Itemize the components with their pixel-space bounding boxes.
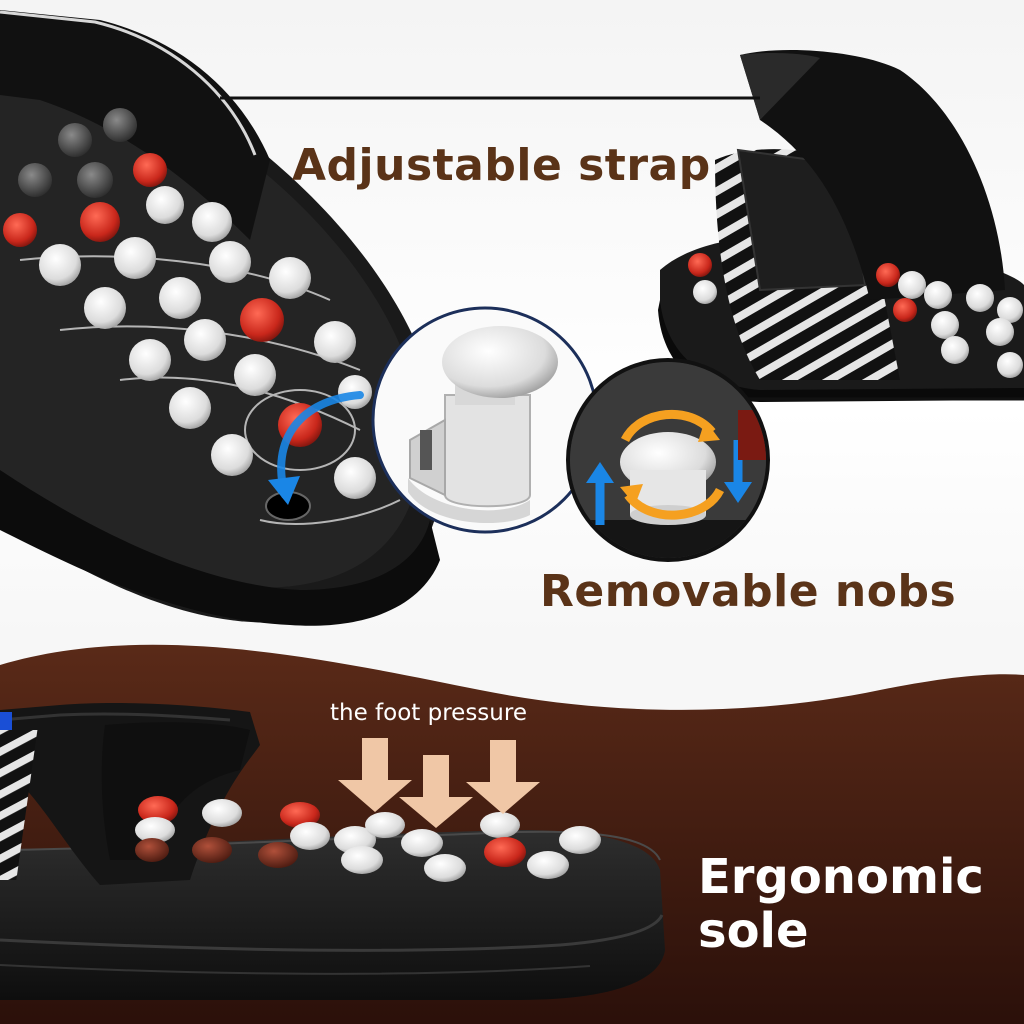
- top-right-slipper: [658, 50, 1024, 402]
- ergonomic-sole-line-2: sole: [698, 903, 809, 959]
- rotate-nub-inset: [566, 358, 770, 562]
- bottom-slipper: [0, 702, 665, 1000]
- ergonomic-sole-caption: Ergonomic sole: [698, 850, 984, 958]
- pressure-arrow-icon: [466, 740, 540, 814]
- pressure-arrow-icon: [399, 755, 473, 828]
- foot-pressure-caption: the foot pressure: [330, 700, 527, 726]
- insert-arrow-icon: [277, 391, 364, 499]
- pressure-arrow-icon: [338, 738, 412, 812]
- massage-nubs-right: [688, 253, 1023, 378]
- nub-closeup-inset: [371, 306, 599, 534]
- pressure-arrows: [338, 738, 540, 828]
- blue-tab: [0, 712, 12, 730]
- massage-nubs-side: [135, 796, 601, 882]
- ergonomic-sole-line-1: Ergonomic: [698, 849, 984, 905]
- top-left-slipper: [0, 10, 444, 626]
- removable-nobs-caption: Removable nobs: [540, 566, 957, 617]
- adjustable-strap-caption: Adjustable strap: [292, 140, 711, 191]
